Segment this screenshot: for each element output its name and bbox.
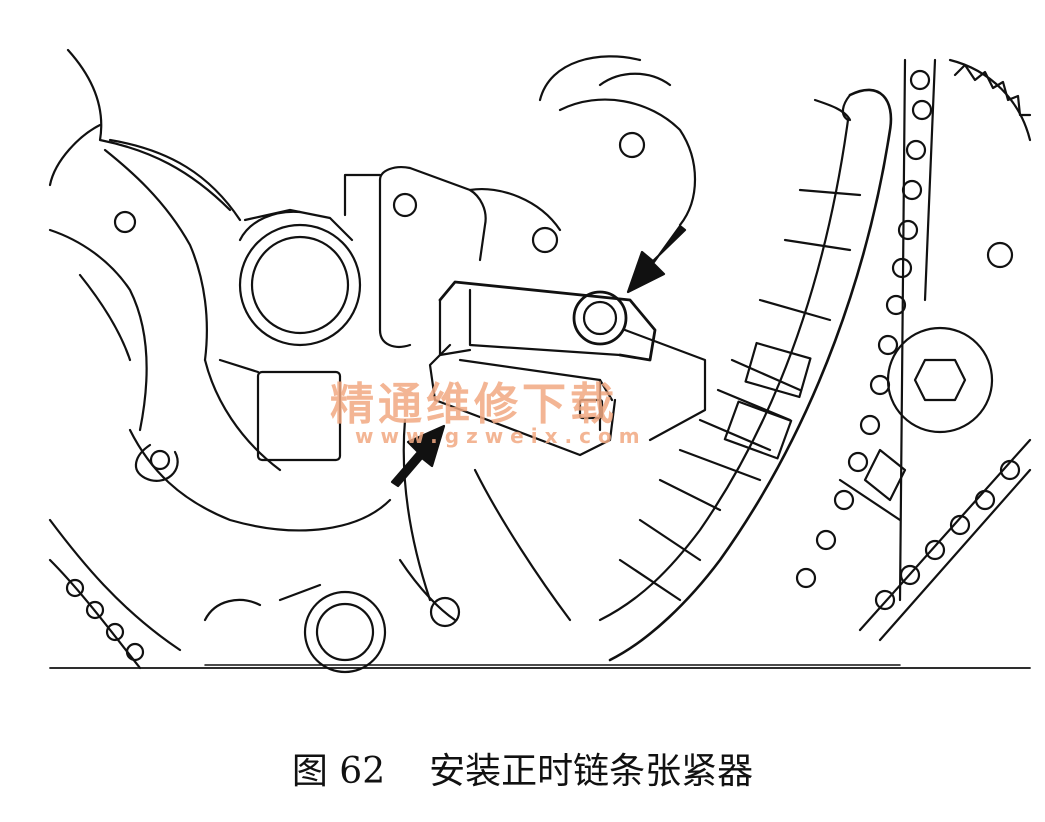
figure-caption: 图 62 安装正时链条张紧器 bbox=[0, 742, 1045, 794]
pointer-arrow-upper bbox=[626, 224, 687, 294]
sprocket bbox=[838, 58, 1032, 522]
center-bracket bbox=[343, 55, 696, 348]
left-housing bbox=[48, 48, 392, 670]
lower-boss bbox=[203, 418, 901, 674]
figure-title: 安装正时链条张紧器 bbox=[429, 751, 754, 792]
left-bore bbox=[218, 208, 362, 462]
chain-tensioner bbox=[428, 280, 707, 457]
figure-number: 图 62 bbox=[291, 751, 386, 792]
timing-chain bbox=[65, 58, 1032, 662]
watermark-url: www.gzweix.com bbox=[355, 424, 647, 448]
chain-guide bbox=[598, 88, 893, 662]
watermark-text: 精通维修下载 bbox=[330, 379, 618, 430]
